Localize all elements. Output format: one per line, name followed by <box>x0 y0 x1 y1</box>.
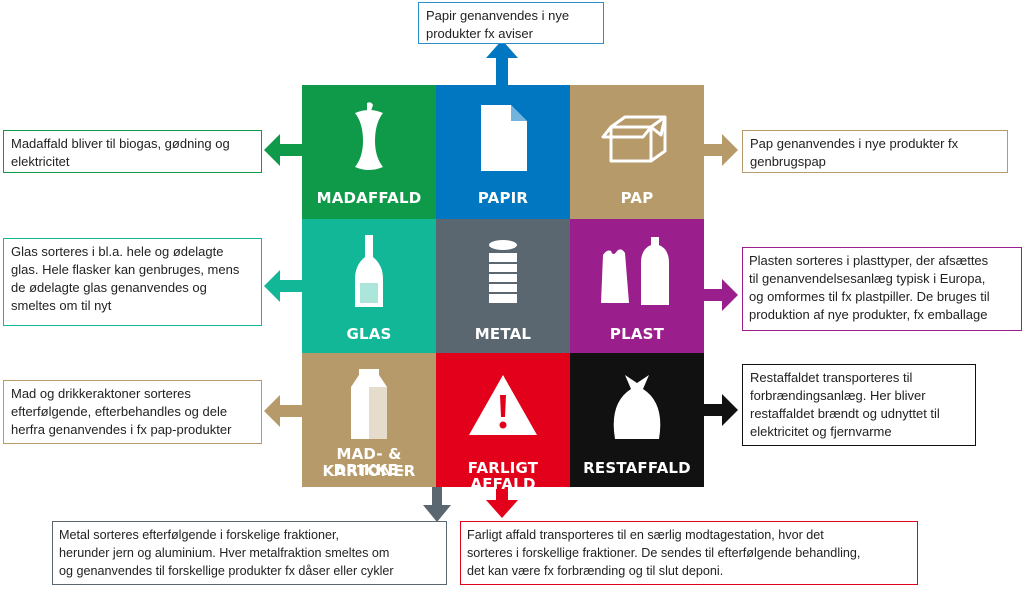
tin-can-icon <box>436 233 570 309</box>
tile-label: PAP <box>620 189 654 207</box>
note-line: Farligt affald transporteres til en særl… <box>467 528 824 542</box>
arrow-kartoner <box>264 395 302 427</box>
note-line: forbrændingsanlæg. Her bliver <box>750 388 926 403</box>
milk-carton-icon <box>302 367 436 443</box>
warning-triangle-icon <box>436 367 570 443</box>
apple-core-icon <box>302 99 436 175</box>
note-line: Plasten sorteres i plasttyper, der afsæt… <box>749 253 989 268</box>
tile-label: RESTAFFALD <box>583 459 691 477</box>
tile-label: PAPIR <box>477 189 529 207</box>
note-line: genbrugspap <box>750 154 826 169</box>
note-line: efterfølgende, efterbehandles og dele <box>11 404 228 419</box>
note-line: restaffaldet brændt og udnyttet til <box>750 406 940 421</box>
arrow-papir <box>486 40 518 85</box>
note-line: og omformes til fx plastpiller. De bruge… <box>749 289 990 304</box>
note-madaffald: Madaffald bliver til biogas, gødning og … <box>3 130 262 173</box>
note-restaffald: Restaffaldet transporteres til forbrændi… <box>742 364 976 446</box>
note-metal: Metal sorteres efterfølgende i forskelig… <box>52 521 447 585</box>
tile-kartoner: MAD- & DRIKKE- KARTONER <box>302 353 436 487</box>
plastic-bag-bottle-icon <box>570 233 704 309</box>
note-farligt: Farligt affald transporteres til en særl… <box>460 521 918 585</box>
tile-label: PLAST <box>609 325 665 343</box>
note-line: elektricitet og fjernvarme <box>750 424 892 439</box>
tile-label: MADAFFALD <box>316 189 422 207</box>
note-line: Restaffaldet transporteres til <box>750 370 913 385</box>
tile-plast: PLAST <box>570 219 704 353</box>
note-line: elektricitet <box>11 154 70 169</box>
arrow-plast <box>704 279 738 311</box>
tile-label: GLAS <box>346 325 392 343</box>
note-glas: Glas sorteres i bl.a. hele og ødelagte g… <box>3 238 262 326</box>
tile-papir: PAPIR <box>436 85 570 219</box>
arrow-restaffald <box>704 394 738 426</box>
arrow-pap <box>704 134 738 166</box>
note-plast: Plasten sorteres i plasttyper, der afsæt… <box>742 247 1022 331</box>
note-line: herunder jern og aluminium. Hver metalfr… <box>59 546 390 560</box>
tile-madaffald: MADAFFALD <box>302 85 436 219</box>
paper-sheet-icon <box>436 99 570 175</box>
note-pap: Pap genanvendes i nye produkter fx genbr… <box>742 130 1008 173</box>
note-line: Papir genanvendes i nye <box>426 8 570 23</box>
tile-label: METAL <box>474 325 532 343</box>
tile-metal: METAL <box>436 219 570 353</box>
note-kartoner: Mad og drikkeraktoner sorteres efterfølg… <box>3 380 262 444</box>
tile-label: FARLIGT AFFALD <box>467 459 539 493</box>
note-line: produkter fx aviser <box>426 26 533 41</box>
tile-label: KARTONER <box>322 462 416 480</box>
tile-glas: GLAS <box>302 219 436 353</box>
arrow-glas <box>264 270 302 302</box>
note-line: og genanvendes til forskellige produkter… <box>59 564 394 578</box>
note-line: Mad og drikkeraktoner sorteres <box>11 386 191 401</box>
note-line: Pap genanvendes i nye produkter fx <box>750 136 959 151</box>
note-line: glas. Hele flasker kan genbruges, mens <box>11 262 240 277</box>
trash-bag-icon <box>570 367 704 443</box>
note-line: til genanvendelsesanlæg typisk i Europa, <box>749 271 986 286</box>
note-papir: Papir genanvendes i nye produkter fx avi… <box>418 2 604 44</box>
tile-pap: PAP <box>570 85 704 219</box>
note-line: Madaffald bliver til biogas, gødning og <box>11 136 230 151</box>
note-line: smeltes om til nyt <box>11 298 112 313</box>
note-line: Glas sorteres i bl.a. hele og ødelagte <box>11 244 224 259</box>
tile-restaffald: RESTAFFALD <box>570 353 704 487</box>
note-line: herfra genanvendes i fx pap-produkter <box>11 422 232 437</box>
note-line: Metal sorteres efterfølgende i forskelig… <box>59 528 339 542</box>
arrow-farligt <box>486 487 518 518</box>
note-line: produktion af nye produkter, fx emballag… <box>749 307 988 322</box>
cardboard-box-icon <box>570 99 704 175</box>
arrow-madaffald <box>264 134 302 166</box>
note-line: sorteres i forskellige fraktioner. De se… <box>467 546 861 560</box>
tile-label: MAD- & DRIKKE- <box>333 445 405 479</box>
bottle-icon <box>302 233 436 309</box>
tile-farligt: FARLIGT AFFALD <box>436 353 570 492</box>
note-line: de ødelagte glas genanvendes og <box>11 280 207 295</box>
note-line: det kan være fx forbrænding og til slut … <box>467 564 724 578</box>
